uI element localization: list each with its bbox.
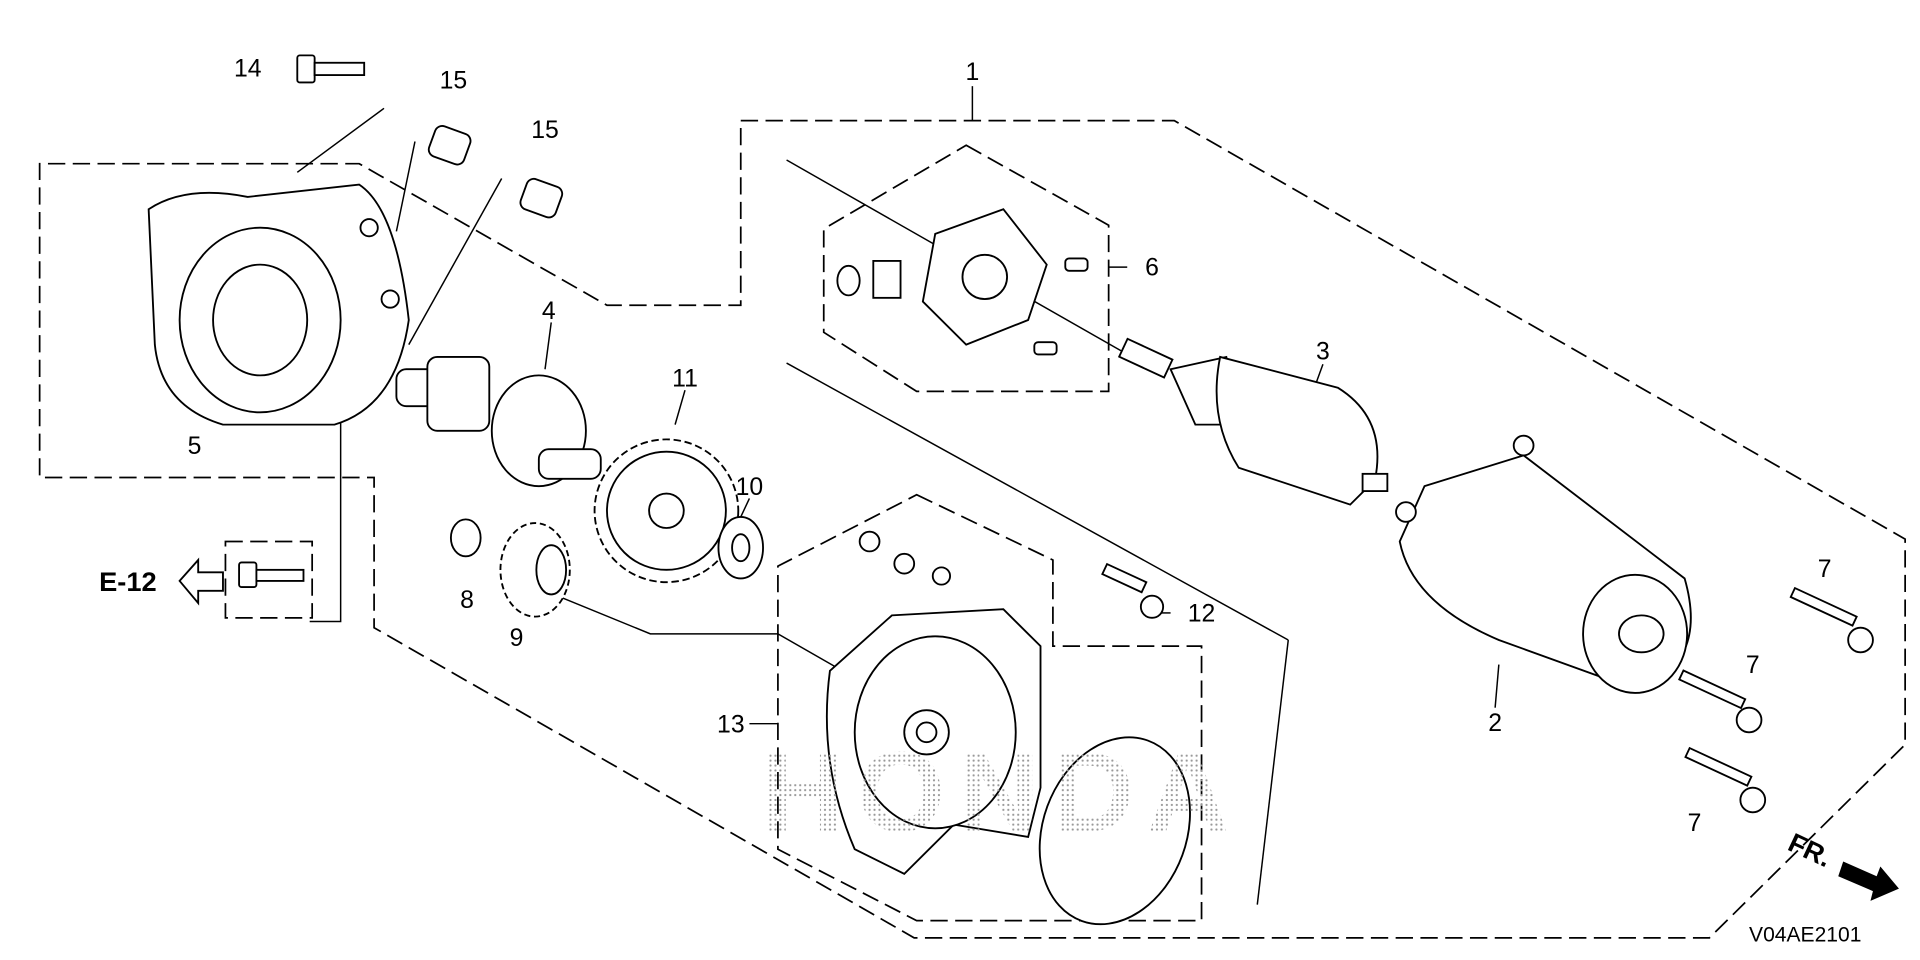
callout-6: 6: [1145, 255, 1159, 282]
front-label: FR.: [1784, 827, 1837, 873]
callout-8: 8: [460, 587, 474, 614]
brush-holder-6-outline: [822, 144, 1110, 393]
motor-case-2: [1395, 434, 1692, 694]
callout-5: 5: [188, 433, 202, 460]
bolt-7b: [1678, 669, 1763, 734]
callout-7a: 7: [1818, 556, 1832, 583]
dowel-pin-15a: [427, 125, 472, 166]
callout-labels: 14 15 15 1 6 3 4 11 10 5 8 9 12 13 2 7 7…: [188, 55, 1832, 836]
washer-10: [717, 516, 764, 580]
arrow-right-icon: [1838, 861, 1899, 901]
starter-drive-4: [395, 356, 602, 488]
brush-holder-6: [836, 208, 1089, 356]
rear-cover-13: [825, 530, 1191, 926]
front-housing-5: [147, 183, 410, 426]
bolt-14: [296, 54, 366, 84]
callout-9: 9: [510, 625, 524, 652]
callout-12: 12: [1188, 601, 1216, 628]
callout-3: 3: [1316, 338, 1330, 365]
reference-label[interactable]: E-12: [99, 566, 157, 597]
callout-13: 13: [717, 711, 745, 738]
callout-15a: 15: [440, 68, 468, 95]
snap-ring-8: [449, 518, 482, 558]
cover-13-outline: [777, 493, 1203, 922]
callout-2: 2: [1488, 710, 1502, 737]
bolt-7a: [1789, 586, 1874, 654]
callout-7c: 7: [1688, 810, 1702, 837]
callout-14: 14: [234, 55, 262, 82]
dowel-pin-15b: [519, 177, 564, 219]
reference-e12[interactable]: E-12: [99, 557, 224, 606]
arrow-left-icon: [178, 557, 224, 606]
diagram-code: V04AE2101: [1749, 924, 1861, 947]
reduction-gear-11: [593, 438, 740, 584]
callout-15b: 15: [531, 117, 559, 144]
bolt-7c: [1684, 746, 1767, 814]
front-direction-indicator: FR.: [1784, 827, 1899, 901]
pinion-gear-9: [499, 522, 571, 618]
ref-bolt-outline: [224, 540, 314, 619]
callout-4: 4: [542, 298, 556, 325]
armature-3: [1117, 337, 1389, 506]
callout-7b: 7: [1746, 652, 1760, 679]
assembly-1-outline: [38, 119, 1907, 939]
callout-1: 1: [965, 59, 979, 86]
callout-10: 10: [736, 474, 764, 501]
reference-bolt: [238, 561, 305, 589]
callout-11: 11: [672, 366, 698, 393]
